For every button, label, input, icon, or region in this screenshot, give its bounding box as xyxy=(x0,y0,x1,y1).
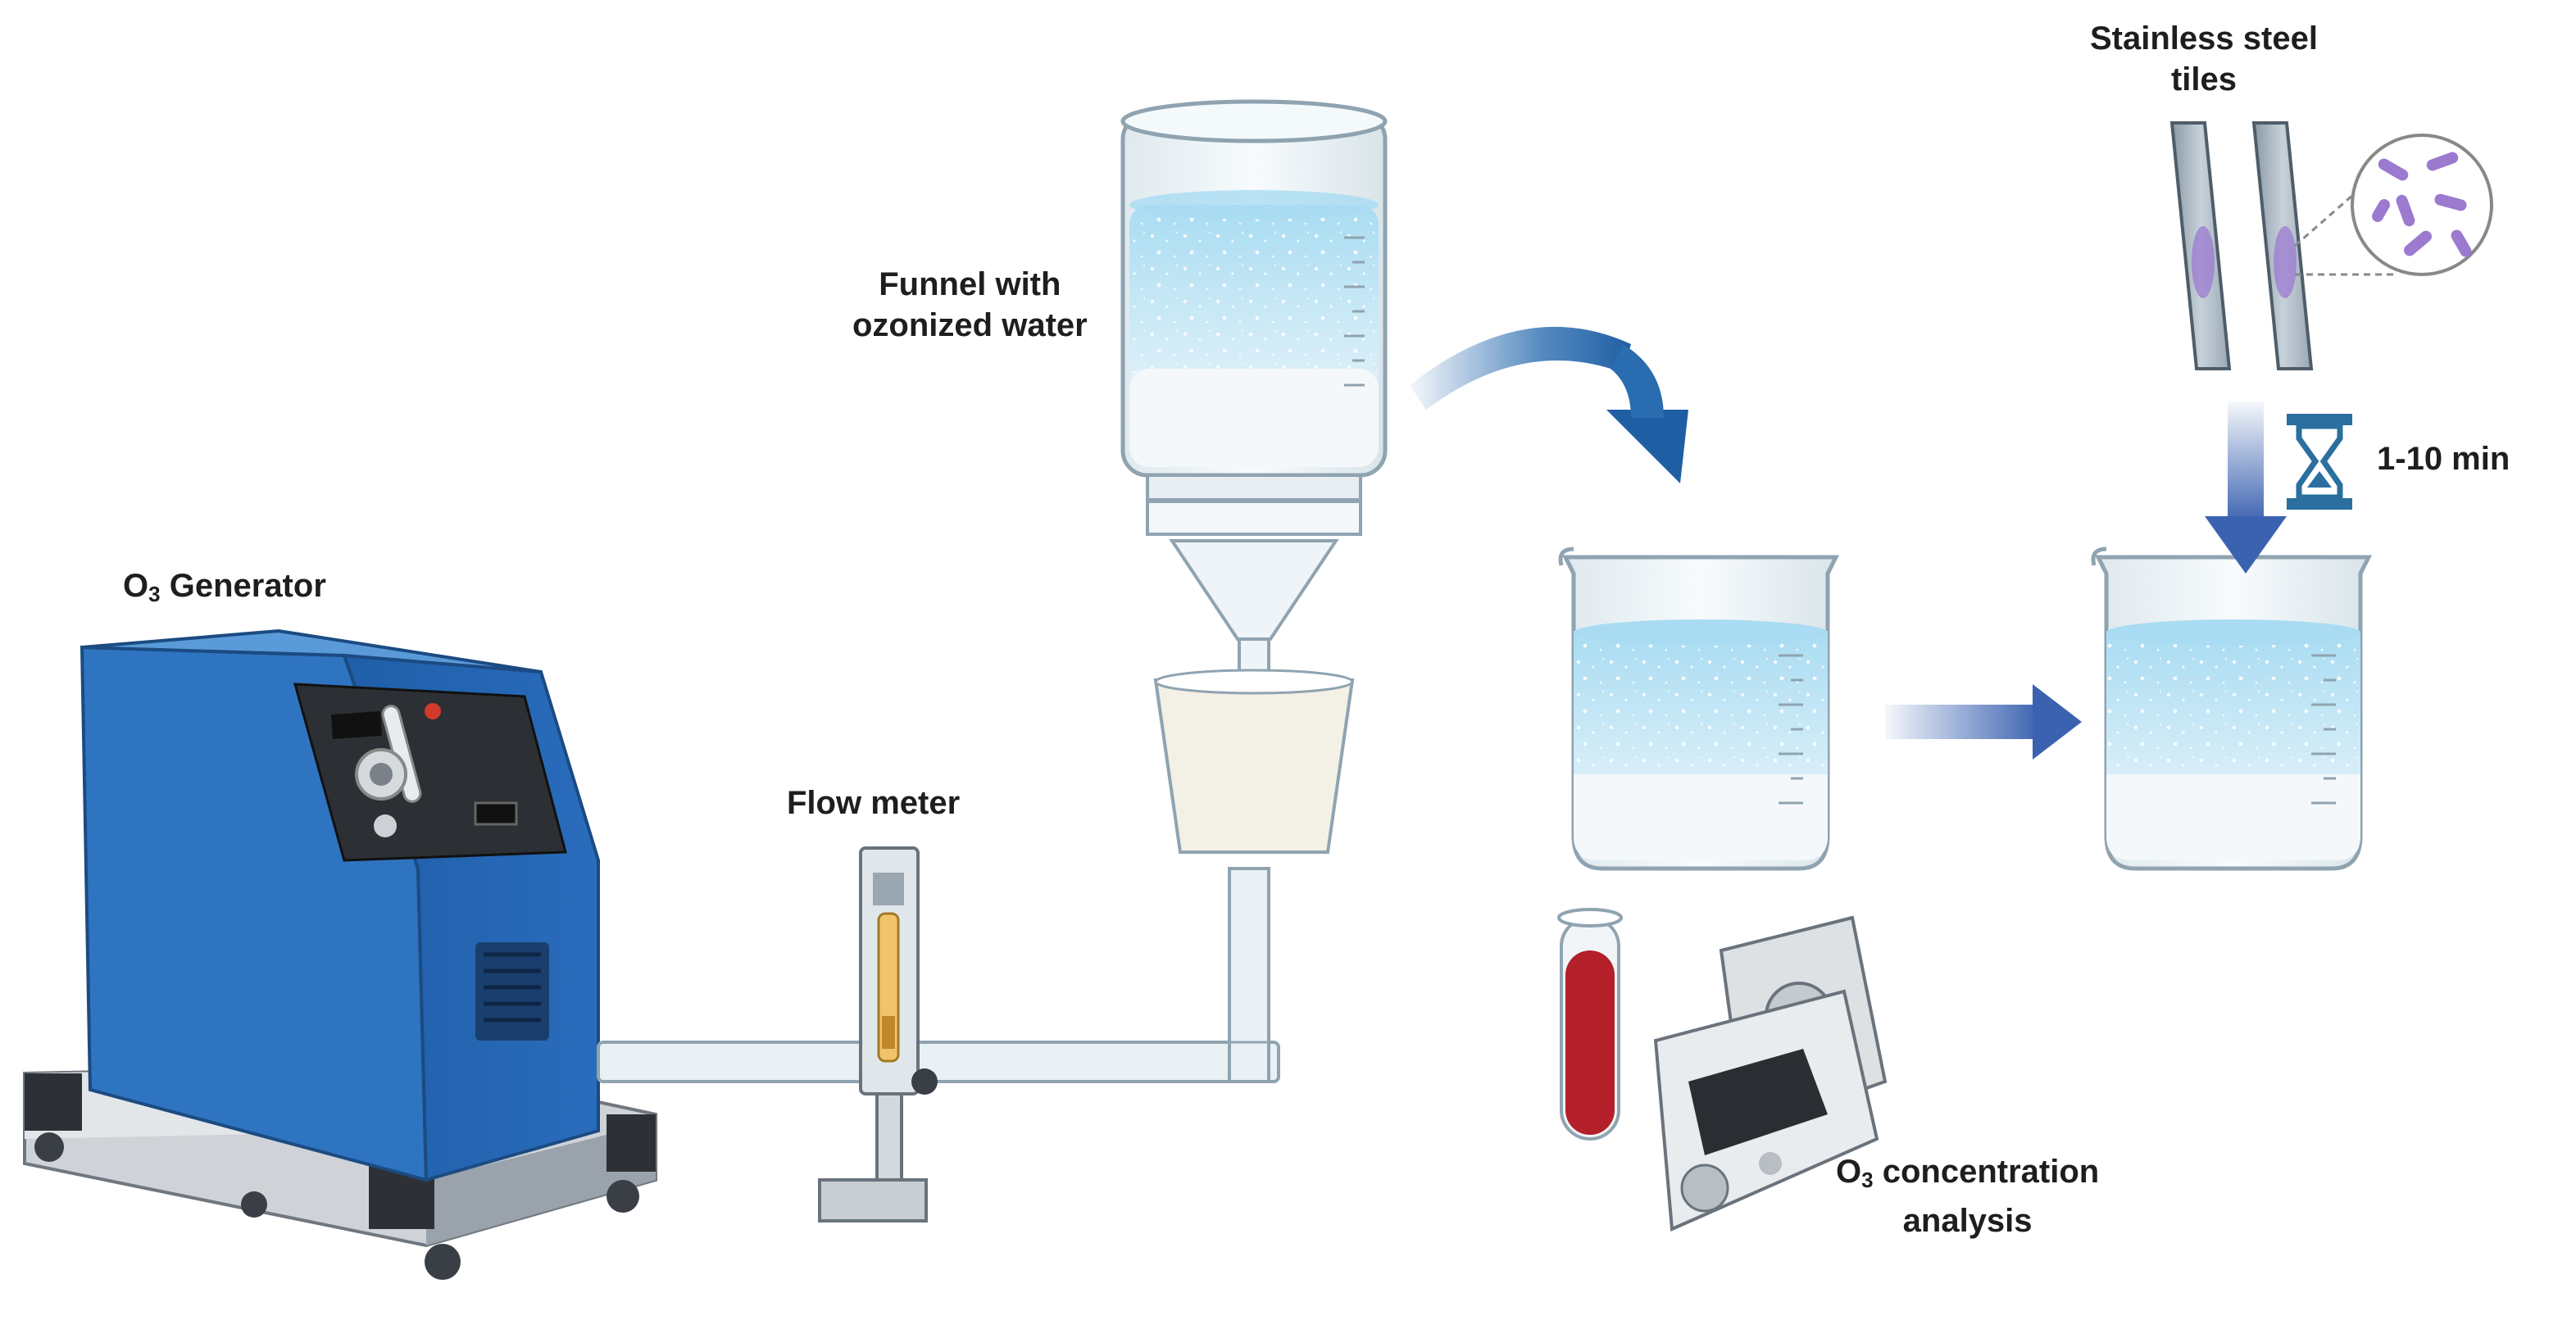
funnel-label-line1: Funnel with xyxy=(879,266,1061,302)
analysis-label-text: concentration xyxy=(1873,1154,2100,1190)
analysis-label-line2: analysis xyxy=(1902,1203,2033,1239)
flow-meter-label-text: Flow meter xyxy=(787,785,961,821)
o3-generator-label: O3 Generator xyxy=(123,565,326,615)
test-tube-icon xyxy=(1557,908,1623,1141)
flow-meter-icon xyxy=(818,846,938,1222)
funnel-label: Funnel with ozonized water xyxy=(852,264,1088,346)
analysis-label-sub: 3 xyxy=(1861,1168,1874,1192)
beaker-with-tiles-icon xyxy=(2091,547,2373,871)
down-arrow-icon xyxy=(2205,401,2287,574)
o3-generator-label-o: O xyxy=(123,568,149,604)
curved-arrow-icon xyxy=(1410,326,1688,483)
beaker-ozonized-water-icon xyxy=(1558,547,1840,871)
analysis-label-o: O xyxy=(1836,1154,1862,1190)
stainless-label-line1: Stainless steel xyxy=(2090,20,2318,57)
o3-generator-icon xyxy=(23,628,657,1280)
hourglass-icon xyxy=(2287,414,2352,510)
funnel-with-water-icon xyxy=(1120,99,1388,854)
time-label: 1-10 min xyxy=(2377,438,2510,479)
o3-analysis-label: O3 concentration analysis xyxy=(1836,1151,2099,1241)
flow-meter-label: Flow meter xyxy=(787,782,960,823)
o3-generator-label-text: Generator xyxy=(160,568,326,604)
funnel-label-line2: ozonized water xyxy=(852,307,1088,343)
bacteria-icon xyxy=(2372,152,2472,257)
tubing xyxy=(597,867,1280,1083)
time-label-text: 1-10 min xyxy=(2377,441,2510,477)
stainless-label-line2: tiles xyxy=(2170,61,2237,98)
right-arrow-icon xyxy=(1885,684,2082,760)
stainless-steel-label: Stainless steel tiles xyxy=(2090,18,2318,100)
photometer-icon xyxy=(1653,915,1888,1232)
steel-tiles-icon xyxy=(2169,121,2493,370)
o3-generator-label-sub: 3 xyxy=(148,582,161,606)
